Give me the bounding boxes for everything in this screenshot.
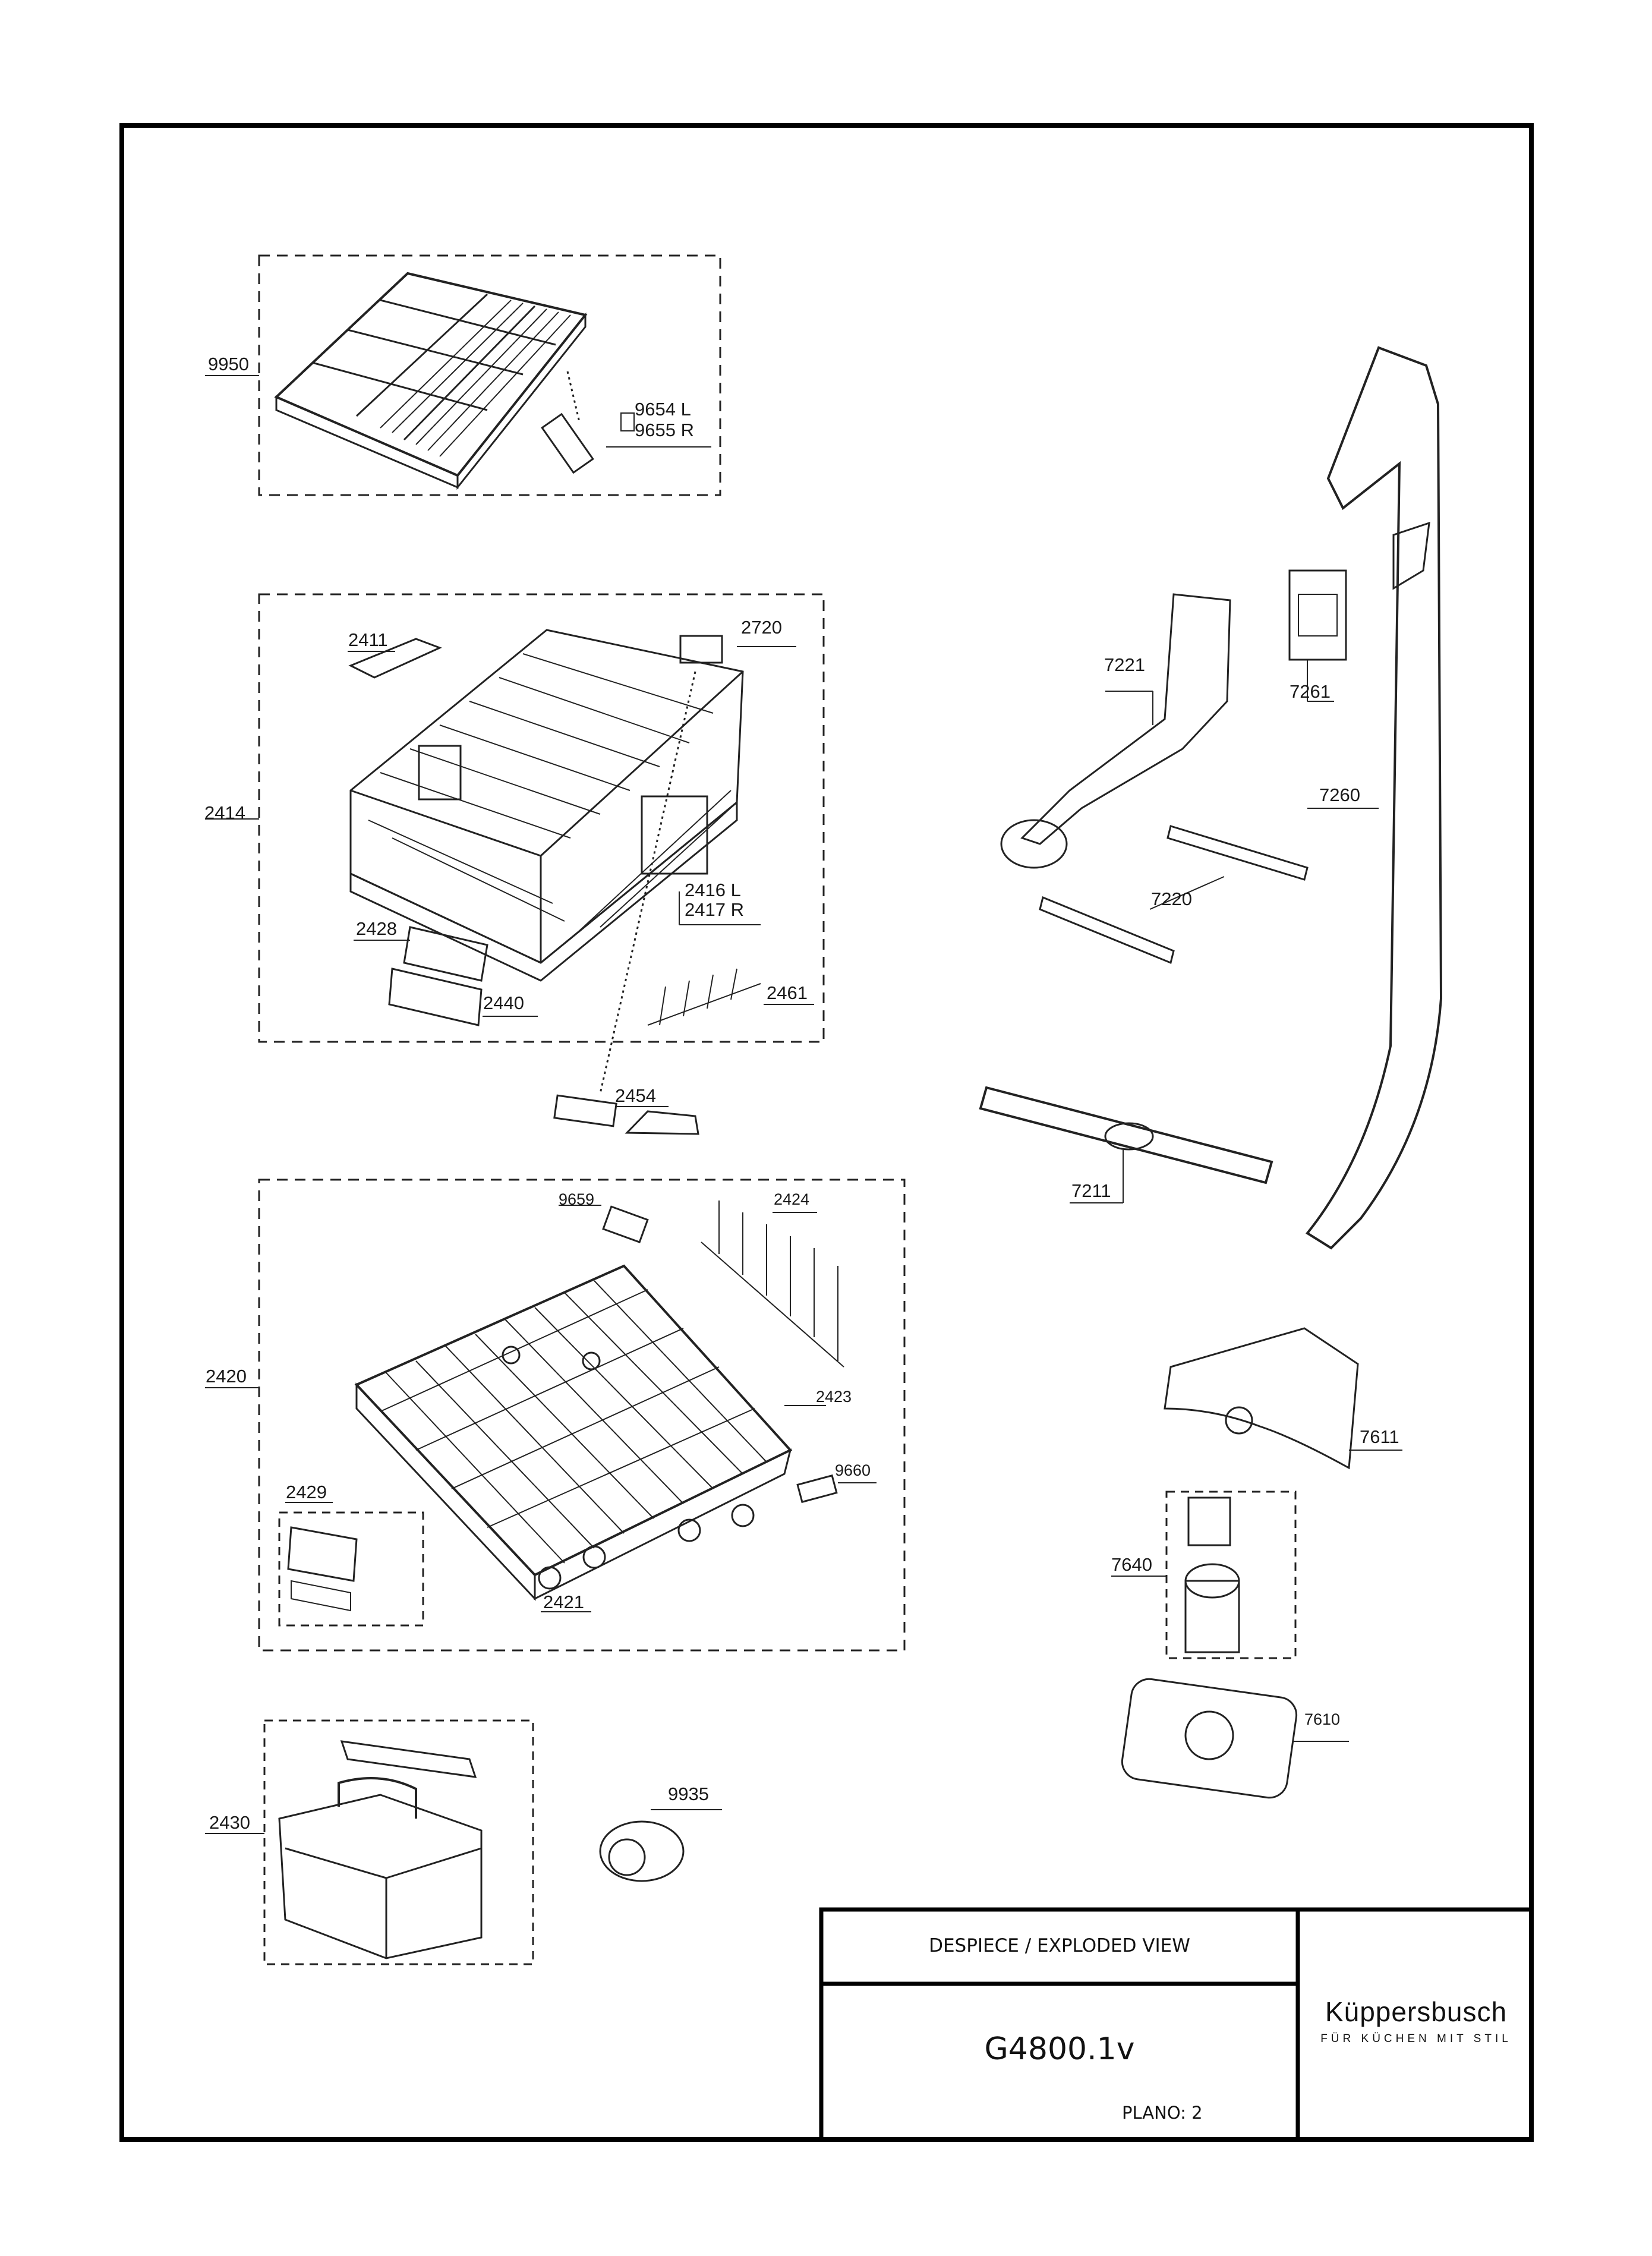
brand-tagline: FÜR KÜCHEN MIT STIL — [1320, 2033, 1512, 2045]
title-block-frame — [819, 1907, 1534, 2142]
callout-2454: 2454 — [615, 1085, 656, 1106]
part-2454 — [553, 1094, 699, 1135]
callout-7611: 7611 — [1360, 1426, 1399, 1447]
salt-cap-part — [599, 1809, 722, 1882]
callout-7610: 7610 — [1304, 1710, 1341, 1728]
sheet-number: PLANO: 2 — [1122, 2103, 1203, 2123]
callout-9654: 9654 L — [635, 399, 691, 420]
cutlery-basket-group — [205, 1719, 534, 1965]
callout-7221: 7221 — [1104, 654, 1145, 675]
callout-9950: 9950 — [208, 354, 249, 374]
lower-basket-group — [205, 1179, 906, 1652]
callout-2411: 2411 — [348, 629, 388, 650]
callout-9660: 9660 — [835, 1461, 871, 1479]
callout-9659: 9659 — [559, 1190, 595, 1208]
callout-7260: 7260 — [1319, 784, 1360, 805]
callout-9935: 9935 — [668, 1784, 709, 1804]
drawing-heading: DESPIECE / EXPLODED VIEW — [929, 1935, 1190, 1956]
callout-7211: 7211 — [1071, 1180, 1111, 1201]
sheet-border — [119, 123, 1534, 2142]
callout-7261: 7261 — [1290, 681, 1331, 702]
callout-2421: 2421 — [543, 1592, 584, 1612]
callout-2440: 2440 — [483, 992, 524, 1013]
callout-2428: 2428 — [356, 918, 397, 939]
cutlery-tray-group — [205, 254, 721, 496]
callout-7220: 7220 — [1151, 888, 1192, 909]
callout-2420: 2420 — [206, 1366, 247, 1387]
callout-2417: 2417 R — [685, 899, 744, 920]
callout-7640: 7640 — [1111, 1554, 1152, 1575]
model-number: G4800.1v — [984, 2031, 1135, 2067]
callout-2720: 2720 — [741, 617, 782, 638]
callout-9655: 9655 R — [635, 420, 694, 440]
brand-logo: Küppersbusch — [1325, 1996, 1508, 2027]
upper-basket-group — [205, 593, 825, 1094]
spray-system-group — [979, 346, 1443, 1799]
callout-2429: 2429 — [286, 1482, 327, 1502]
callout-2424: 2424 — [774, 1190, 810, 1208]
callout-2423: 2423 — [816, 1388, 852, 1406]
callout-2416: 2416 L — [685, 880, 741, 900]
callout-2461: 2461 — [767, 982, 808, 1003]
callout-2414: 2414 — [204, 802, 245, 823]
callout-2430: 2430 — [209, 1812, 250, 1833]
